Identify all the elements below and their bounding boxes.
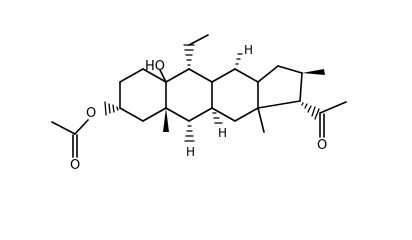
bond-c13-methyl	[257, 107, 265, 133]
label-h-c14: H	[244, 43, 253, 57]
bond-c16-c17	[299, 72, 303, 102]
bond-c2-c1	[119, 68, 144, 83]
bond-c8-c9	[188, 107, 213, 122]
bond-c15-c16	[277, 65, 303, 74]
hash-c17-acetyl	[301, 102, 320, 120]
bond-ester-methyl	[51, 121, 76, 135]
bond-c5-c6	[165, 68, 190, 83]
hash-c3-oxygen	[104, 101, 119, 116]
bond-c9-c10	[165, 107, 190, 122]
bond-c13-c14	[234, 107, 259, 122]
hash-c8-h	[212, 112, 223, 124]
bond-acetyl-methyl	[319, 101, 347, 114]
wedge-c10-methyl	[163, 108, 169, 132]
bond-c3-c4	[119, 107, 144, 122]
steroid-structure: HO O O O H H H	[51, 34, 347, 173]
bond-c11-c12	[234, 68, 259, 83]
hash-c9-h	[184, 125, 195, 142]
label-h-c9: H	[186, 145, 195, 159]
bond-c5-oh	[159, 69, 167, 83]
label-ester-oxygen: O	[86, 106, 96, 121]
bond-c14-c8	[211, 107, 236, 122]
bond-c5-c1	[142, 68, 167, 83]
bond-c6-c7	[188, 68, 213, 83]
label-h-c8: H	[218, 126, 227, 140]
structure-canvas: HO O O O H H H	[51, 34, 347, 173]
bond-c4-c10	[142, 107, 167, 122]
label-ester-carbonyl-oxygen: O	[70, 158, 80, 173]
bond-c12-c15	[257, 65, 279, 83]
hash-c6-methyl	[183, 44, 195, 66]
bond-c6-methyl-end	[188, 34, 209, 46]
wedge-c16-methyl	[302, 69, 325, 75]
label-ketone-oxygen: O	[317, 138, 327, 153]
hash-c14-h	[235, 53, 243, 65]
bond-c17-c13	[257, 100, 301, 109]
bond-c7-c11	[211, 68, 236, 83]
label-hydroxyl: HO	[145, 59, 165, 74]
bond-ester-o-carbon	[74, 119, 89, 135]
